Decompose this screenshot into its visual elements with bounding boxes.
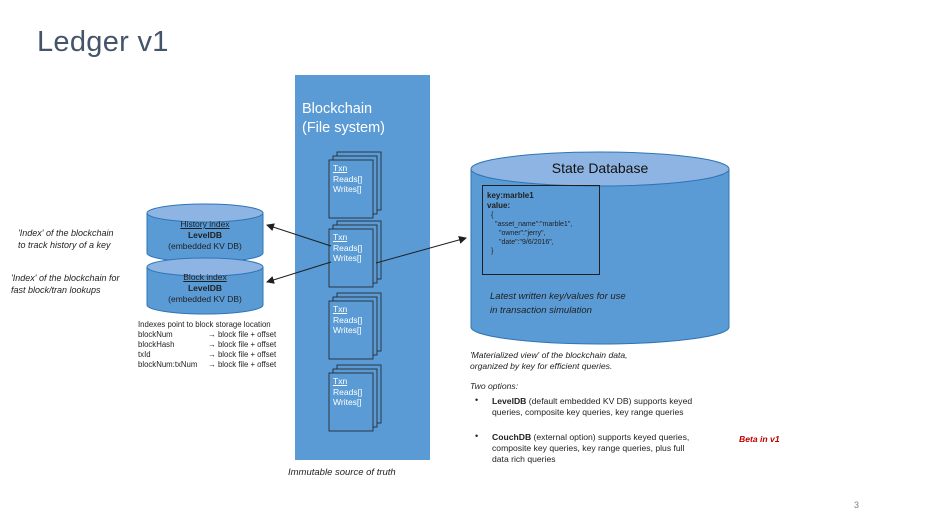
slide-title: Ledger v1	[37, 26, 169, 58]
kv-value-line: "date":"9/6/2016",	[499, 239, 554, 246]
index-value: → block file + offset	[208, 340, 277, 349]
kv-value-line: {	[491, 212, 494, 219]
index-value: → block file + offset	[208, 330, 277, 339]
index-key: blockNum	[138, 330, 173, 339]
materialized-line1: 'Materialized view' of the blockchain da…	[470, 350, 628, 360]
arrow-to-history-index	[266, 223, 332, 247]
two-options-heading: Two options:	[470, 381, 519, 391]
index-key: blockHash	[138, 340, 175, 349]
blockchain-title: Blockchain (File system)	[302, 100, 385, 138]
ledger-stack-1	[328, 151, 382, 219]
leveldb-line1: (default embedded KV DB) supports keyed	[526, 396, 693, 406]
blockchain-caption: Immutable source of truth	[288, 467, 396, 478]
ledger-3-label: Txn Reads[] Writes[]	[333, 304, 362, 336]
beta-badge: Beta in v1	[739, 434, 780, 444]
materialized-line2: organized by key for efficient queries.	[470, 361, 613, 371]
index-pointer-row: blockNum → block file + offset	[138, 330, 298, 340]
state-note-line1: Latest written key/values for use	[490, 291, 626, 302]
history-index-cylinder	[146, 203, 264, 263]
couchdb-name: CouchDB	[492, 432, 532, 442]
couchdb-option: CouchDB (external option) supports keyed…	[492, 432, 689, 465]
block-index-cylinder	[146, 257, 264, 315]
txn-label: Txn	[333, 232, 348, 242]
block-note-line2: fast block/tran lookups	[11, 285, 101, 295]
index-pointer-row: txId → block file + offset	[138, 350, 298, 360]
couchdb-line2: composite key queries, key range queries…	[492, 443, 685, 453]
bullet-icon: •	[475, 431, 479, 441]
writes-label: Writes[]	[333, 325, 362, 335]
block-note-line1: 'Index' of the blockchain for	[11, 273, 120, 283]
ledger-2-label: Txn Reads[] Writes[]	[333, 232, 362, 264]
index-pointer-row: blockHash → block file + offset	[138, 340, 298, 350]
history-index-desc: (embedded KV DB)	[168, 241, 242, 251]
couchdb-line3: data rich queries	[492, 454, 556, 464]
history-index-engine: LevelDB	[187, 230, 222, 240]
blockchain-title-line1: Blockchain	[302, 101, 373, 117]
block-index-note: 'Index' of the blockchain for fast block…	[11, 272, 120, 296]
index-pointer-row: blockNum:txNum → block file + offset	[138, 360, 298, 370]
block-index-desc: (embedded KV DB)	[168, 294, 242, 304]
index-key: blockNum:txNum	[138, 360, 198, 369]
history-index-title: History index	[180, 219, 230, 229]
leveldb-option: LevelDB (default embedded KV DB) support…	[492, 396, 692, 418]
kv-value-line: }	[491, 248, 494, 255]
writes-label: Writes[]	[333, 253, 362, 263]
kv-value-label: value:	[487, 201, 511, 210]
reads-label: Reads[]	[333, 242, 363, 253]
state-note-line2: in transaction simulation	[490, 305, 592, 316]
leveldb-line2: queries, composite key queries, key rang…	[492, 407, 684, 417]
ledger-4-label: Txn Reads[] Writes[]	[333, 376, 362, 408]
ledger-stack-4	[328, 364, 382, 432]
index-pointer-list: Indexes point to block storage location …	[138, 320, 298, 370]
index-value: → block file + offset	[208, 350, 277, 359]
kv-value-line: "owner":"jerry",	[499, 230, 546, 237]
txn-label: Txn	[333, 304, 348, 314]
index-pointer-heading: Indexes point to block storage location	[138, 320, 271, 329]
couchdb-line1: (external option) supports keyed queries…	[531, 432, 690, 442]
materialized-view-note: 'Materialized view' of the blockchain da…	[470, 350, 628, 372]
block-index-engine: LevelDB	[187, 283, 222, 293]
bullet-icon: •	[475, 395, 479, 405]
blockchain-title-line2: (File system)	[302, 120, 385, 136]
state-database-note: Latest written key/values for use in tra…	[490, 290, 626, 318]
history-index-label: History index LevelDB (embedded KV DB)	[147, 219, 263, 252]
history-note-line1: 'Index' of the blockchain	[18, 228, 114, 238]
page-number: 3	[854, 500, 860, 510]
reads-label: Reads[]	[333, 386, 363, 397]
ledger-stack-2	[328, 220, 382, 288]
index-value: → block file + offset	[208, 360, 277, 369]
ledger-1-label: Txn Reads[] Writes[]	[333, 163, 362, 195]
state-database-cylinder	[470, 151, 730, 345]
arrow-to-state-database	[375, 236, 467, 264]
block-index-title: Block index	[183, 272, 227, 282]
state-database-title: State Database	[551, 160, 649, 176]
writes-label: Writes[]	[333, 397, 362, 407]
arrow-to-block-index	[266, 261, 332, 284]
kv-value-line: "asset_name":"marble1",	[495, 221, 573, 228]
txn-label: Txn	[333, 376, 348, 386]
reads-label: Reads[]	[333, 314, 363, 325]
reads-label: Reads[]	[333, 173, 363, 184]
key-value-box: key:marble1 value: { "asset_name":"marbl…	[482, 185, 600, 275]
ledger-stack-3	[328, 292, 382, 360]
leveldb-name: LevelDB	[492, 396, 527, 406]
history-index-note: 'Index' of the blockchain to track histo…	[18, 227, 114, 251]
kv-key-line: key:marble1	[487, 191, 534, 200]
history-note-line2: to track history of a key	[18, 240, 111, 250]
txn-label: Txn	[333, 163, 348, 173]
block-index-label: Block index LevelDB (embedded KV DB)	[147, 272, 263, 305]
index-key: txId	[138, 350, 151, 359]
writes-label: Writes[]	[333, 184, 362, 194]
kv-content: key:marble1 value: { "asset_name":"marbl…	[487, 191, 572, 256]
